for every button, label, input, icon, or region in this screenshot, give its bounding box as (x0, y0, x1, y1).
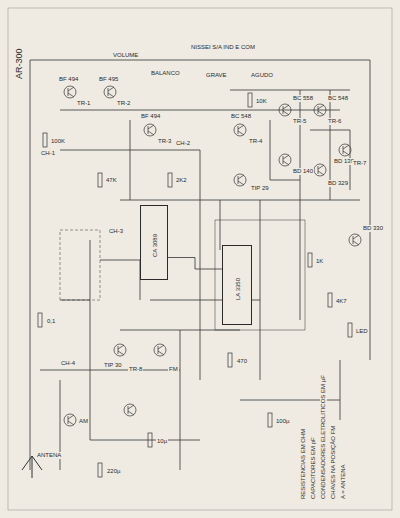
part-label: RESISTENCIAS EM OHM (300, 428, 307, 500)
ic-label: CA 3089 (152, 233, 159, 256)
part-label: 4K7 (335, 298, 348, 305)
part-label: AGUDO (250, 72, 274, 79)
part-label: AM (78, 418, 89, 425)
part-label: BALANCO (150, 70, 181, 77)
part-label: TR-6 (327, 118, 342, 125)
part-label: CH-4 (60, 360, 76, 367)
part-label: TIP 30 (103, 362, 123, 369)
part-label: GRAVE (205, 72, 228, 79)
part-label: 2K2 (175, 177, 188, 184)
schematic-title: AR-300 (14, 47, 24, 80)
part-label: BC 548 (230, 113, 252, 120)
part-label: BF 494 (58, 76, 79, 83)
part-label: A = ANTENA (340, 463, 347, 500)
part-label: 470 (236, 358, 248, 365)
part-label: 0,1 (46, 318, 56, 325)
part-label: 10K (255, 98, 268, 105)
part-label: NISSEI S/A IND E COM (190, 44, 256, 51)
part-label: BC 548 (327, 95, 349, 102)
part-label: 100µ (275, 418, 290, 425)
part-label: TR-1 (76, 100, 91, 107)
part-label: BD 329 (327, 180, 349, 187)
part-label: TR-8 (128, 366, 143, 373)
part-label: 220µ (106, 468, 121, 475)
part-label: BD 140 (292, 168, 314, 175)
part-label: LED (355, 328, 369, 335)
part-label: BC 558 (292, 95, 314, 102)
part-label: 47K (105, 177, 118, 184)
part-label: CH-3 (108, 228, 124, 235)
ic-box: CA 3089 (140, 205, 168, 280)
part-label: TR-2 (116, 100, 131, 107)
part-label: 100K (50, 138, 66, 145)
part-label: 1K (315, 258, 324, 265)
part-label: VOLUME (112, 52, 139, 59)
part-label: TR-3 (157, 138, 172, 145)
wire (168, 258, 222, 270)
part-label: BD 330 (362, 225, 384, 232)
part-label: ANTENA (36, 452, 62, 459)
part-label: CH-1 (40, 150, 56, 157)
part-label: FM (168, 366, 179, 373)
part-label: CH-2 (175, 140, 191, 147)
part-label: BF 494 (140, 113, 161, 120)
part-label: CAPACITORES EM pF (310, 436, 317, 500)
part-label: TR-5 (292, 118, 307, 125)
part-label: TR-4 (248, 138, 263, 145)
part-label: CONDENSADORES ELETROLITICOS EM µF (320, 374, 327, 500)
part-label: BF 495 (98, 76, 119, 83)
part-label: TIP 29 (250, 185, 270, 192)
ic-label: LA 3350 (235, 278, 242, 300)
part-label: CHAVES NA POSIÇÃO FM (330, 425, 337, 500)
part-label: 10µ (156, 438, 168, 445)
ic-box: LA 3350 (222, 245, 252, 325)
part-label: TR-7 (352, 160, 367, 167)
